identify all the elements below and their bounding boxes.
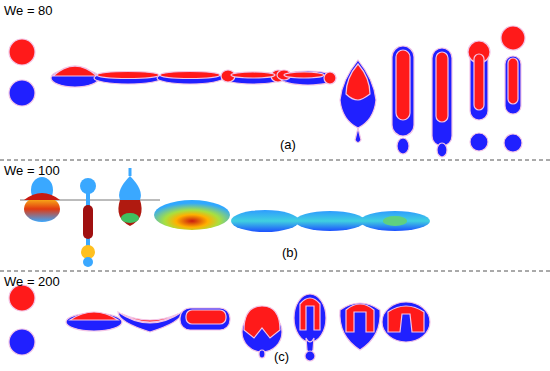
panel-letter: (b) (282, 246, 298, 259)
panel-divider (0, 271, 550, 272)
weber-number: We = 80 (4, 4, 53, 17)
panel-letter: (a) (280, 138, 296, 151)
panel-b (20, 168, 430, 267)
weber-number: We = 200 (4, 275, 60, 288)
panel-divider (0, 160, 550, 161)
weber-number: We = 100 (4, 164, 60, 177)
panel-letter: (c) (274, 350, 289, 363)
panel-a (9, 26, 525, 157)
panel-c (9, 285, 430, 361)
